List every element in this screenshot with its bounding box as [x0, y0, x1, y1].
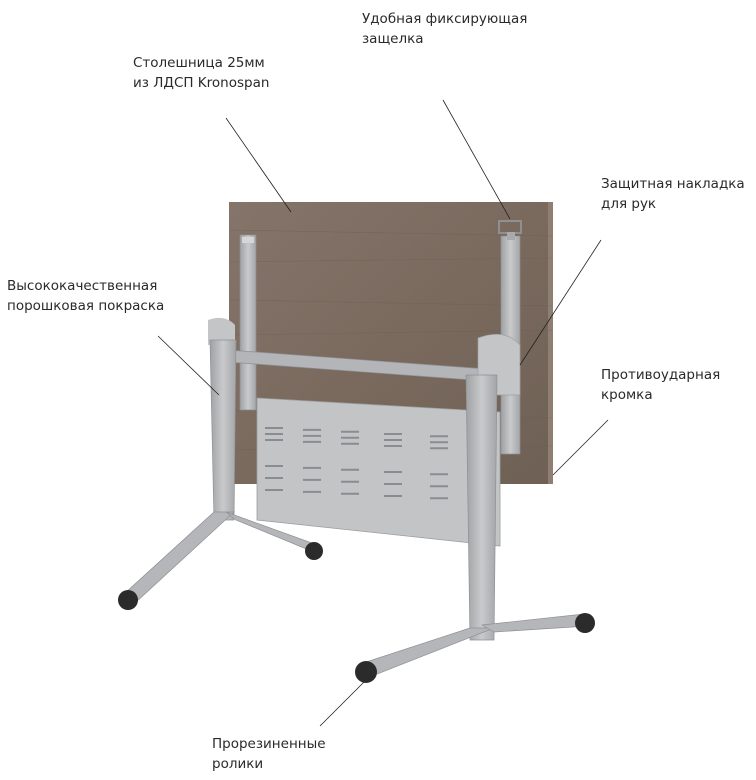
callout-text: кромка: [601, 387, 653, 403]
callout-text: защелка: [362, 31, 424, 47]
modesty-panel: [256, 397, 501, 547]
callout-wheels: Прорезиненные ролики: [212, 734, 326, 774]
caster-wheels: [118, 542, 595, 683]
callout-text: Столешница 25мм: [133, 55, 265, 71]
callout-tabletop: Столешница 25мм из ЛДСП Kronospan: [133, 53, 269, 93]
callout-text: Защитная накладка: [601, 176, 745, 192]
callout-text: ролики: [212, 756, 264, 772]
callout-text: Высококачественная: [7, 278, 158, 294]
callout-coating: Высококачественная порошковая покраска: [7, 276, 164, 316]
callout-text: порошковая покраска: [7, 298, 165, 314]
left-post: [239, 234, 257, 411]
callout-hand-guard: Защитная накладка для рук: [601, 174, 745, 214]
callout-latch: Удобная фиксирующая защелка: [362, 9, 527, 49]
callout-text: Удобная фиксирующая: [362, 11, 528, 27]
callout-text: из ЛДСП Kronospan: [133, 75, 270, 91]
callout-text: Прорезиненные: [212, 736, 326, 752]
callout-edge: Противоударная кромка: [601, 365, 720, 405]
leader-lines: [157, 99, 609, 727]
callout-text: Противоударная: [601, 367, 721, 383]
callout-text: для рук: [601, 196, 657, 212]
left-leg: [123, 317, 317, 604]
right-leg: [359, 333, 589, 677]
